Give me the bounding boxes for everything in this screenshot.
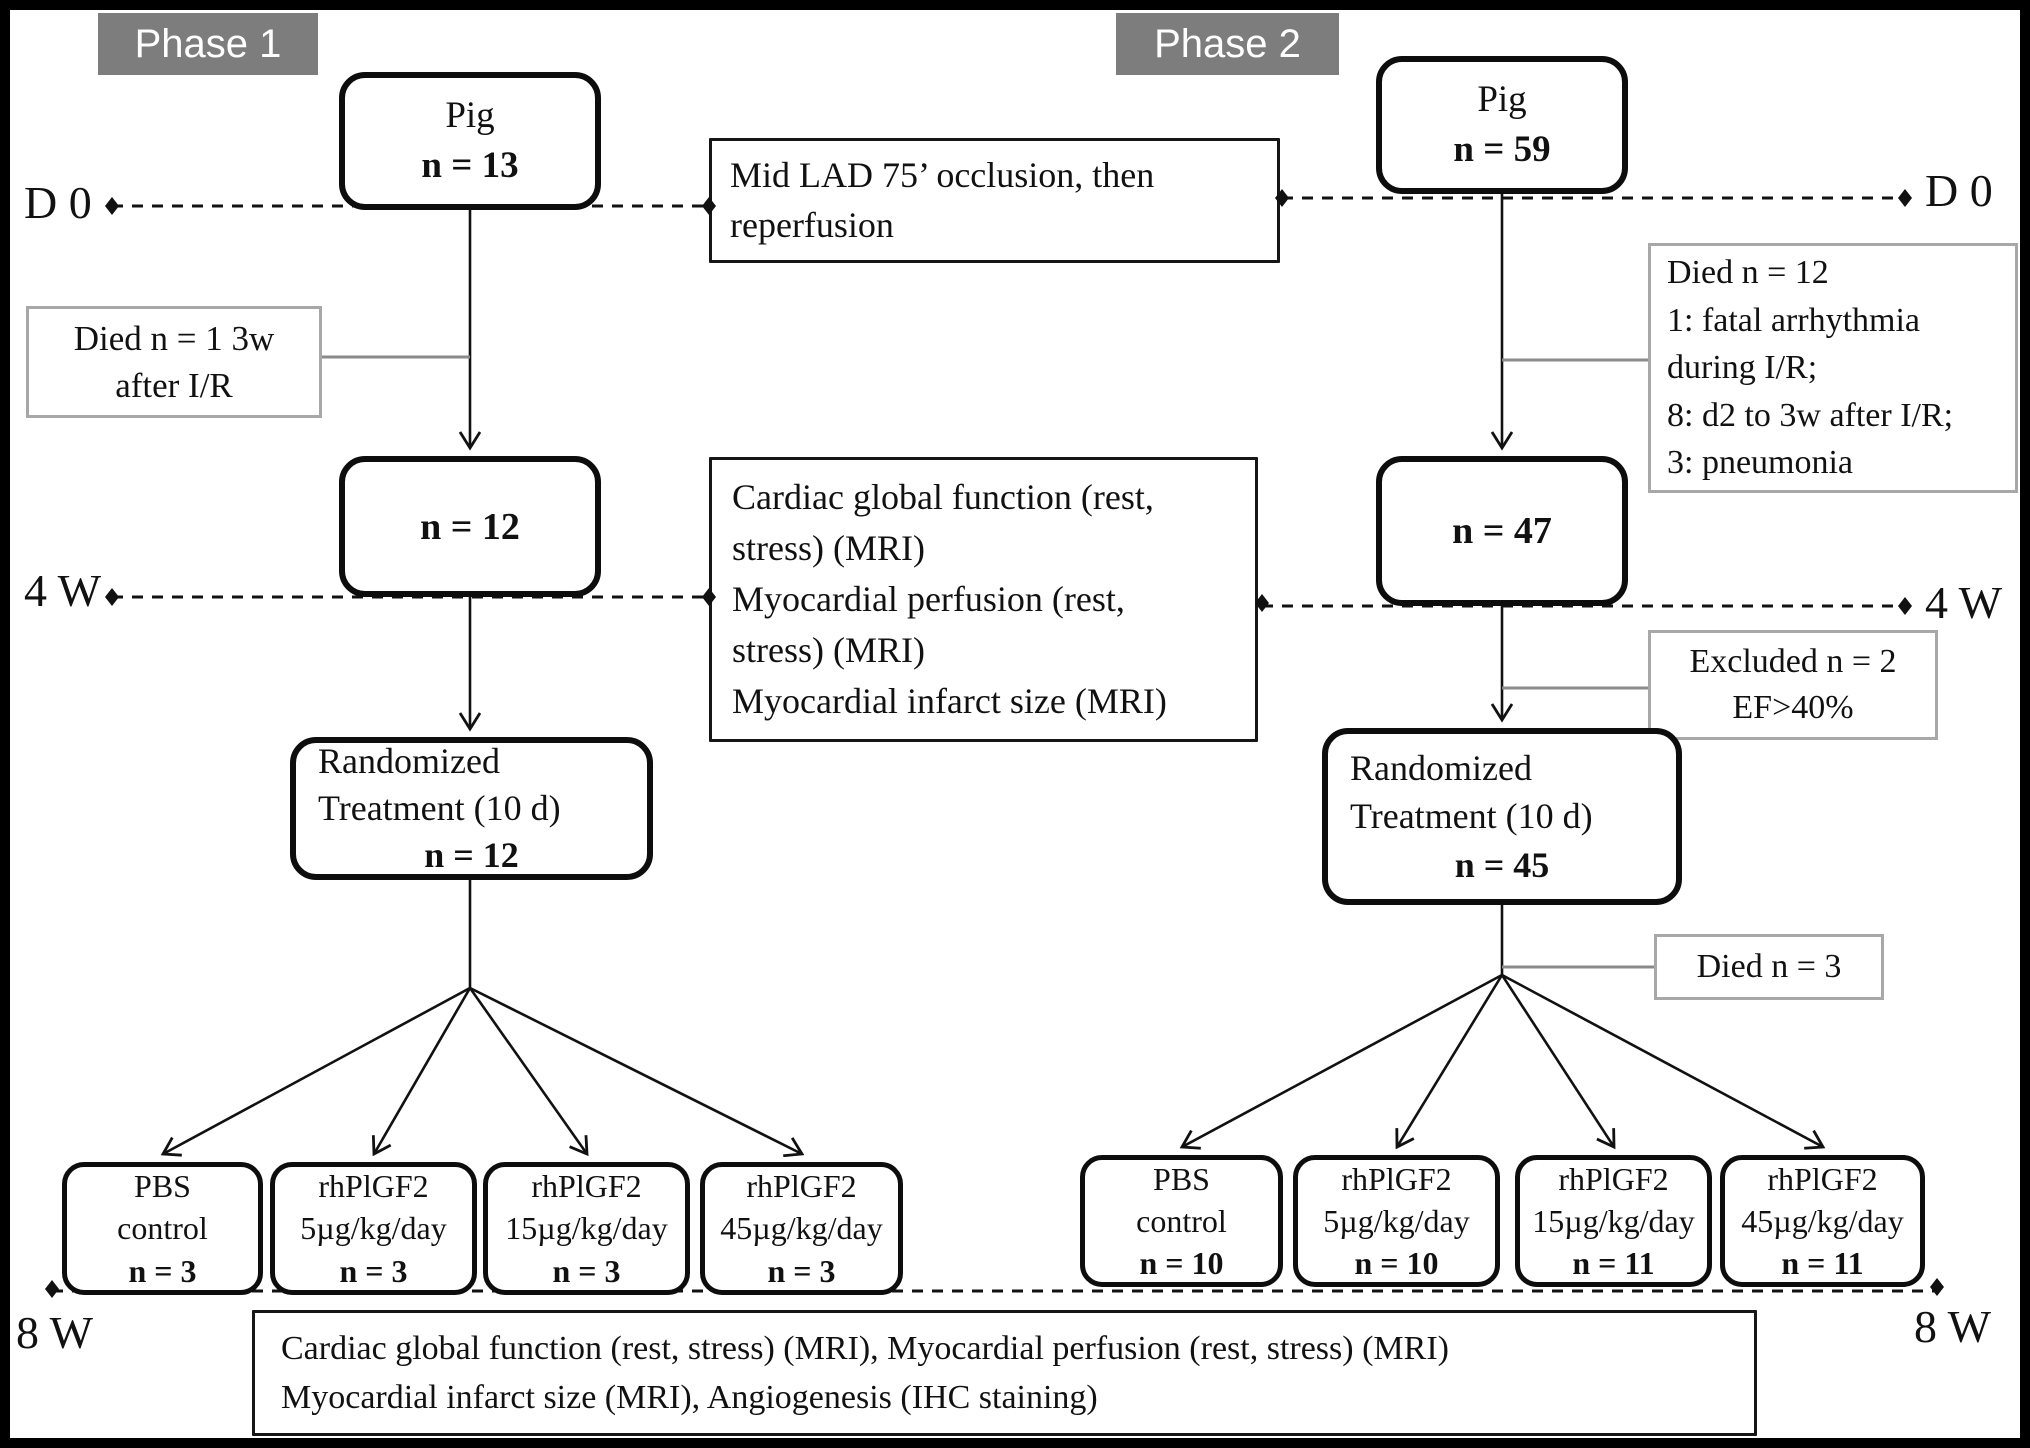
pig-title: Pig	[445, 95, 495, 137]
treatment-box-5ug-phase1: rhPlGF2 5µg/kg/day n = 3	[270, 1162, 477, 1295]
treatment-n: n = 3	[339, 1252, 408, 1289]
treatment-line2: 15µg/kg/day	[505, 1210, 668, 1247]
died-note2-text: Died n = 3	[1696, 948, 1842, 985]
randomized-n: n = 45	[1454, 844, 1550, 885]
treatment-box-45ug-phase2: rhPlGF2 45µg/kg/day n = 11	[1720, 1155, 1925, 1287]
pig-box-phase1: Pig n = 13	[339, 72, 601, 210]
treatment-line2: control	[117, 1210, 208, 1247]
treatment-n: n = 11	[1781, 1245, 1864, 1282]
procedure-d0-line2: reperfusion	[730, 204, 894, 245]
died-note-line3: during I/R;	[1667, 349, 1818, 387]
randomized-line1: Randomized	[1350, 748, 1532, 789]
timeline-4w-right: 4 W	[1925, 577, 2003, 628]
procedure-4w-line5: Myocardial infarct size (MRI)	[732, 681, 1167, 722]
died-note-phase2: Died n = 12 1: fatal arrhythmia during I…	[1648, 243, 2018, 493]
randomized-line2: Treatment (10 d)	[1350, 796, 1593, 837]
treatment-line2: control	[1136, 1202, 1227, 1239]
died-note-line1: Died n = 1 3w	[73, 318, 275, 358]
died-note-phase1: Died n = 1 3w after I/R	[26, 306, 322, 418]
treatment-line2: 5µg/kg/day	[1323, 1202, 1470, 1239]
treatment-box-pbs-phase2: PBS control n = 10	[1080, 1155, 1283, 1287]
timeline-dashed-lines	[52, 196, 1937, 1293]
treatment-box-5ug-phase2: rhPlGF2 5µg/kg/day n = 10	[1293, 1155, 1500, 1287]
excluded-line1: Excluded n = 2	[1689, 643, 1897, 681]
treatment-line1: rhPlGF2	[318, 1168, 429, 1205]
procedure-4w-line3: Myocardial perfusion (rest,	[732, 578, 1125, 619]
timeline-d0-left: D 0	[24, 177, 92, 228]
randomized-box-phase1: Randomized Treatment (10 d) n = 12	[290, 737, 653, 880]
treatment-line1: rhPlGF2	[1341, 1160, 1452, 1197]
procedure-4w-line2: stress) (MRI)	[732, 527, 925, 568]
randomized-box-phase2: Randomized Treatment (10 d) n = 45	[1322, 728, 1682, 905]
pig-title: Pig	[1477, 79, 1527, 121]
died-note-line2: 1: fatal arrhythmia	[1667, 301, 1921, 339]
excluded-line2: EF>40%	[1732, 689, 1854, 726]
timeline-d0-right: D 0	[1925, 165, 1993, 216]
procedure-8w-line1: Cardiac global function (rest, stress) (…	[281, 1329, 1449, 1367]
n47-value: n = 47	[1452, 510, 1552, 552]
procedure-note-4w: Cardiac global function (rest, stress) (…	[709, 457, 1258, 742]
treatment-line1: rhPlGF2	[1767, 1160, 1878, 1197]
died-note2-phase2: Died n = 3	[1654, 934, 1884, 1000]
pig-n: n = 59	[1453, 129, 1551, 170]
treatment-n: n = 3	[552, 1252, 621, 1289]
pig-box-phase2: Pig n = 59	[1376, 56, 1628, 194]
randomized-line1: Randomized	[318, 741, 500, 782]
treatment-line2: 15µg/kg/day	[1532, 1202, 1695, 1239]
treatment-box-15ug-phase2: rhPlGF2 15µg/kg/day n = 11	[1515, 1155, 1712, 1287]
phase1-label: Phase 1	[134, 21, 282, 66]
treatment-line2: 5µg/kg/day	[300, 1210, 447, 1247]
randomized-n: n = 12	[424, 834, 519, 875]
n47-box: n = 47	[1376, 456, 1628, 606]
treatment-line1: rhPlGF2	[746, 1168, 857, 1205]
treatment-n: n = 3	[128, 1252, 197, 1289]
randomized-line2: Treatment (10 d)	[318, 788, 561, 829]
treatment-n: n = 3	[767, 1252, 836, 1289]
treatment-line1: rhPlGF2	[1558, 1160, 1669, 1197]
procedure-8w-line2: Myocardial infarct size (MRI), Angiogene…	[281, 1379, 1098, 1416]
treatment-line1: PBS	[1153, 1160, 1210, 1197]
excluded-note-phase2: Excluded n = 2 EF>40%	[1648, 630, 1938, 740]
treatment-line2: 45µg/kg/day	[1741, 1202, 1904, 1239]
procedure-note-d0: Mid LAD 75’ occlusion, then reperfusion	[709, 138, 1280, 263]
treatment-box-15ug-phase1: rhPlGF2 15µg/kg/day n = 3	[483, 1162, 690, 1295]
flow-arrows	[160, 194, 1826, 1158]
died-note-line5: 3: pneumonia	[1667, 444, 1854, 482]
procedure-4w-line1: Cardiac global function (rest,	[732, 476, 1154, 517]
n12-value: n = 12	[420, 505, 520, 548]
treatment-line2: 45µg/kg/day	[720, 1210, 883, 1247]
note-connectors	[322, 355, 1654, 969]
phase2-header: Phase 2	[1116, 13, 1339, 75]
treatment-box-45ug-phase1: rhPlGF2 45µg/kg/day n = 3	[700, 1162, 903, 1295]
timeline-8w-right: 8 W	[1914, 1301, 1992, 1352]
died-note-line1: Died n = 12	[1667, 254, 1829, 292]
treatment-line1: PBS	[134, 1168, 191, 1205]
died-note-line4: 8: d2 to 3w after I/R;	[1667, 396, 1954, 434]
procedure-d0-line1: Mid LAD 75’ occlusion, then	[730, 154, 1155, 195]
procedure-note-8w: Cardiac global function (rest, stress) (…	[252, 1310, 1757, 1436]
treatment-line1: rhPlGF2	[531, 1168, 642, 1205]
phase2-label: Phase 2	[1154, 21, 1301, 66]
died-note-line2: after I/R	[115, 366, 233, 405]
timeline-4w-left: 4 W	[24, 565, 102, 616]
pig-n: n = 13	[421, 145, 519, 186]
procedure-4w-line4: stress) (MRI)	[732, 630, 925, 671]
n12-box: n = 12	[339, 456, 601, 597]
treatment-box-pbs-phase1: PBS control n = 3	[62, 1162, 263, 1295]
treatment-n: n = 11	[1572, 1245, 1655, 1282]
treatment-n: n = 10	[1139, 1245, 1224, 1282]
phase1-header: Phase 1	[98, 13, 318, 75]
treatment-n: n = 10	[1354, 1245, 1439, 1282]
timeline-8w-left: 8 W	[16, 1307, 94, 1358]
